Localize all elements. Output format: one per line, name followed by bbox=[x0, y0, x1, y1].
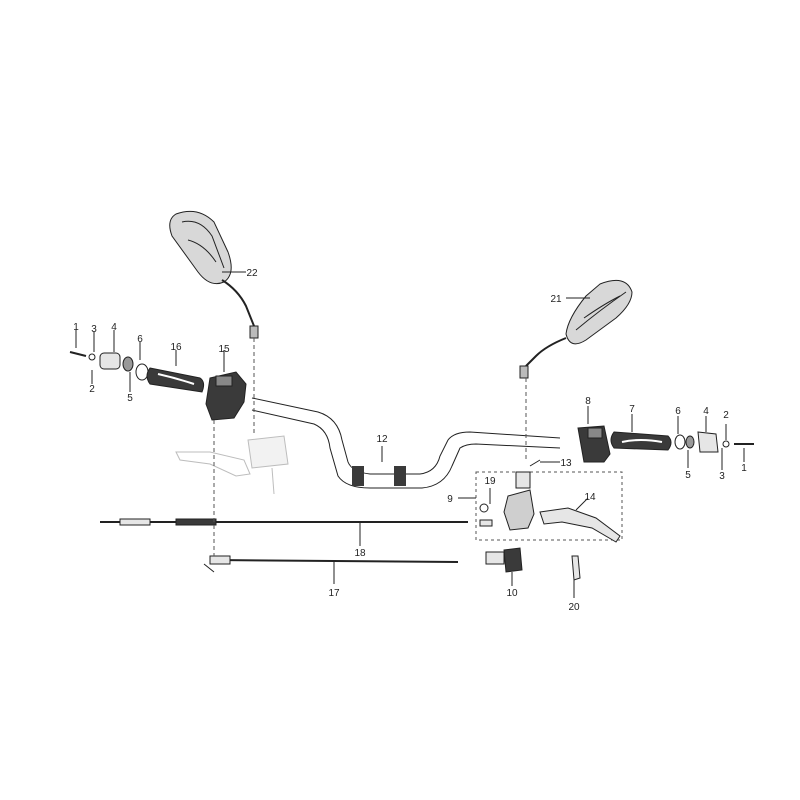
callout-8: 8 bbox=[585, 396, 591, 407]
part-10-sleeve bbox=[485, 547, 523, 573]
callout-1-left: 1 bbox=[73, 322, 79, 333]
callout-3-left: 3 bbox=[91, 324, 97, 335]
handlebar bbox=[251, 397, 561, 489]
left-switch bbox=[205, 371, 247, 421]
brake-lever bbox=[539, 507, 621, 543]
callout-12: 12 bbox=[376, 434, 388, 445]
left-mirror bbox=[169, 210, 259, 339]
alignment-lines bbox=[213, 338, 527, 556]
callout-22: 22 bbox=[246, 268, 258, 279]
callout-6-right: 6 bbox=[675, 406, 681, 417]
callout-9: 9 bbox=[447, 494, 453, 505]
callout-2-right: 2 bbox=[723, 410, 729, 421]
callout-4-right: 4 bbox=[703, 406, 709, 417]
callout-2-left: 2 bbox=[89, 384, 95, 395]
left-end-parts bbox=[69, 351, 149, 381]
callout-15: 15 bbox=[218, 344, 230, 355]
ghost-left-lever bbox=[175, 435, 289, 495]
leader-lines bbox=[75, 271, 745, 598]
callout-21: 21 bbox=[550, 294, 562, 305]
left-grip bbox=[146, 367, 205, 393]
cable-18 bbox=[100, 518, 468, 526]
callout-4-left: 4 bbox=[111, 322, 117, 333]
callout-19: 19 bbox=[484, 476, 496, 487]
callout-labels: 1 2 3 4 5 6 16 15 22 21 8 7 6 4 2 5 3 1 … bbox=[73, 268, 747, 613]
right-mirror bbox=[519, 279, 633, 379]
callout-6-left: 6 bbox=[137, 334, 143, 345]
callout-3-right: 3 bbox=[719, 471, 725, 482]
callout-7: 7 bbox=[629, 404, 635, 415]
callout-18: 18 bbox=[354, 548, 366, 559]
right-grip bbox=[610, 431, 672, 451]
callout-1-right: 1 bbox=[741, 463, 747, 474]
cable-17 bbox=[203, 555, 459, 573]
callout-16: 16 bbox=[170, 342, 182, 353]
callout-17: 17 bbox=[328, 588, 340, 599]
callout-5-right: 5 bbox=[685, 470, 691, 481]
brake-assembly-box bbox=[475, 471, 623, 541]
right-end-parts bbox=[674, 431, 754, 453]
callout-10: 10 bbox=[506, 588, 518, 599]
master-cylinder bbox=[503, 459, 541, 531]
callout-14: 14 bbox=[584, 492, 596, 503]
callout-13: 13 bbox=[560, 458, 572, 469]
right-switch bbox=[577, 425, 611, 463]
callout-5-left: 5 bbox=[127, 393, 133, 404]
small-pin bbox=[479, 503, 493, 527]
callout-20: 20 bbox=[568, 602, 580, 613]
part-20-pin bbox=[571, 555, 581, 581]
